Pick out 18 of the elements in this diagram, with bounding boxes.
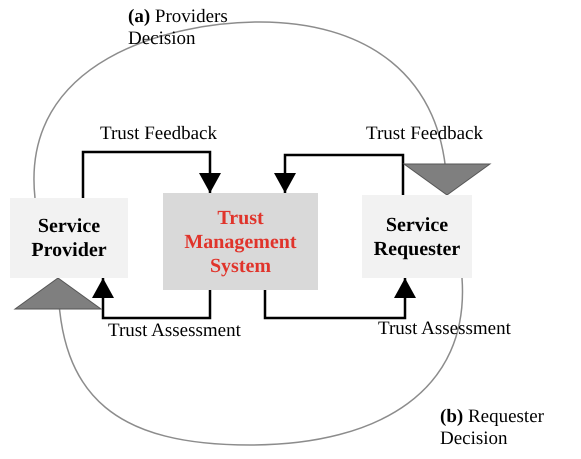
arrow (82, 150, 221, 198)
edge-label: (a) Providers Decision (128, 6, 229, 50)
edge-label: Trust Assessment (108, 320, 241, 342)
node-label: Trust Management System (183, 206, 298, 278)
edge-label: Trust Feedback (100, 123, 217, 145)
arrow (264, 278, 416, 320)
arrow (274, 154, 404, 195)
node-label: Service Requester (372, 212, 462, 260)
edge-label: (b) Requester Decision (440, 406, 545, 450)
edge-label: Trust Assessment (378, 318, 511, 340)
process-box (362, 195, 472, 278)
edge-label: Trust Feedback (366, 123, 483, 145)
process-box (10, 198, 128, 278)
curved-arrow (16, 278, 463, 446)
process-box (163, 193, 318, 290)
node-label: Service Provider (30, 214, 108, 262)
curved-arrow (34, 21, 489, 198)
arrow (92, 278, 212, 320)
